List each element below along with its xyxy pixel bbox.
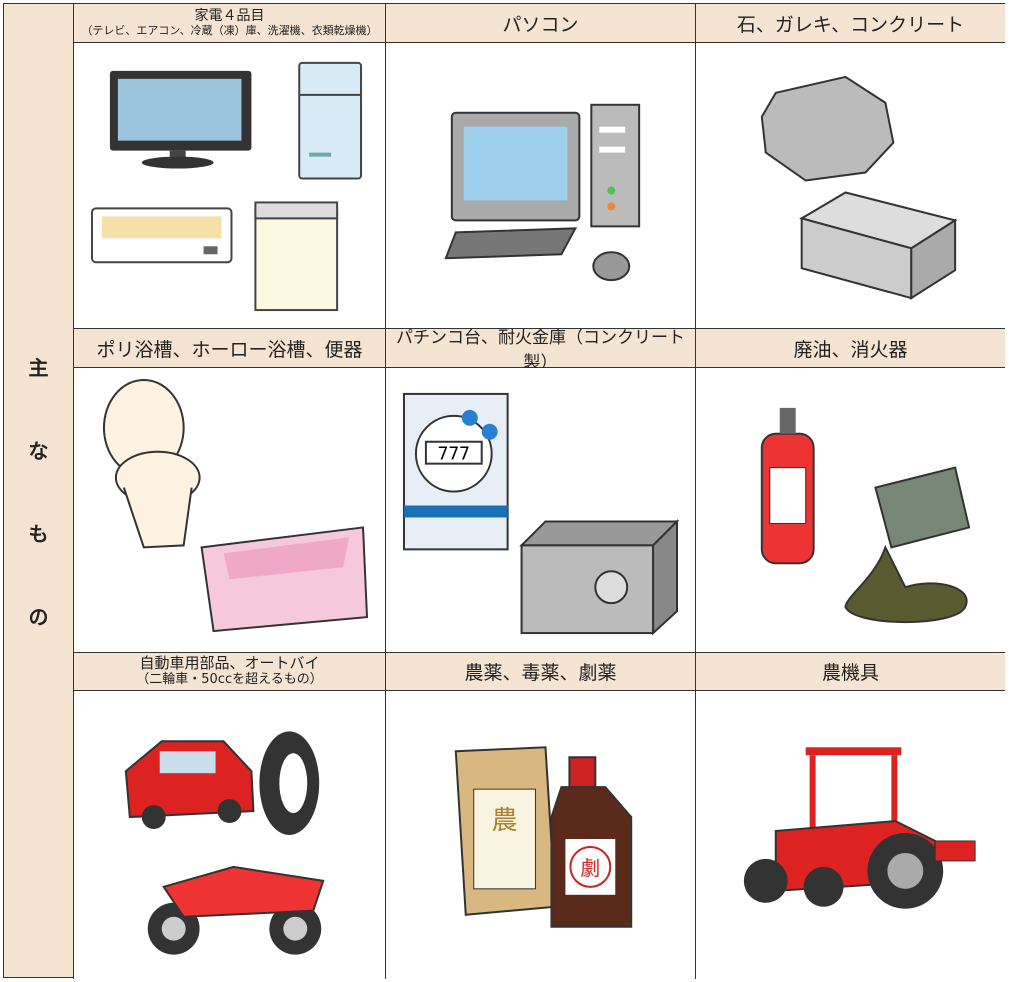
mouse-icon [592, 251, 631, 282]
pachinko-machine-icon: 777 [402, 392, 509, 551]
bathtub-icon [200, 526, 369, 633]
header-pachinko: パチンコ台、耐火金庫（コンクリート製） [385, 328, 695, 373]
appliances-illustration [73, 43, 385, 329]
header-oil: 廃油、消火器 [695, 329, 1005, 368]
pachinko-illustration: 777 [385, 368, 695, 653]
spilled-oil-icon [844, 544, 968, 624]
header-title: 石、ガレキ、コンクリート [736, 13, 965, 36]
header-rubble: 石、ガレキ、コンクリート [695, 4, 1005, 43]
safe-icon [519, 519, 680, 636]
pesticide-bag-icon: 農 [454, 746, 557, 916]
motorcycle-icon [147, 865, 325, 955]
header-car-parts: 自動車用部品、オートバイ（二輪車・50ccを超えるもの） [73, 653, 385, 691]
pachinko-number: 777 [438, 444, 470, 465]
header-title: 家電４品目 [194, 8, 265, 24]
stone-icon [760, 75, 895, 182]
tire-icon [259, 731, 320, 835]
pesticide-label: 農 [492, 806, 518, 836]
tv-icon [109, 70, 252, 169]
washing-machine-icon [254, 201, 339, 312]
header-subtitle: （二輪車・50ccを超えるもの） [136, 672, 323, 687]
header-title: ポリ浴槽、ホーロー浴槽、便器 [96, 338, 363, 361]
header-appliances: 家電４品目（テレビ、エアコン、冷蔵（凍）庫、洗濯機、衣類乾燥機） [73, 4, 385, 43]
air-conditioner-icon [90, 207, 233, 264]
rubble-illustration [695, 43, 1005, 329]
side-char: な [28, 438, 49, 463]
header-title: パチンコ台、耐火金庫（コンクリート製） [396, 328, 685, 373]
fire-extinguisher-icon [760, 407, 815, 565]
header-title: 自動車用部品、オートバイ [139, 654, 320, 672]
farm-machinery-illustration [695, 691, 1005, 979]
keyboard-icon [444, 227, 578, 260]
pesticides-illustration: 農 劇 [385, 691, 695, 979]
concrete-block-icon [799, 191, 958, 300]
category-side-label: 主 な も の [3, 3, 74, 978]
header-farm-machinery: 農機具 [695, 653, 1005, 691]
header-title: 廃油、消火器 [793, 338, 908, 361]
header-pesticides: 農薬、毒薬、劇薬 [385, 653, 695, 691]
car-icon [124, 740, 255, 830]
tractor-icon [743, 747, 976, 909]
tower-icon [590, 103, 641, 228]
poison-label: 劇 [580, 857, 600, 880]
oil-illustration [695, 368, 1005, 653]
poison-bottle-icon: 劇 [550, 756, 633, 928]
toilet-icon [102, 378, 201, 549]
bathtub-illustration [73, 368, 385, 653]
header-bathtub: ポリ浴槽、ホーロー浴槽、便器 [73, 329, 385, 368]
monitor-icon [450, 111, 581, 222]
fridge-icon [298, 61, 363, 180]
oil-drum-icon [874, 466, 971, 549]
items-table: 家電４品目（テレビ、エアコン、冷蔵（凍）庫、洗濯機、衣類乾燥機） パソコン 石、… [73, 3, 1005, 979]
side-char: も [28, 521, 49, 546]
header-subtitle: （テレビ、エアコン、冷蔵（凍）庫、洗濯機、衣類乾燥機） [81, 24, 378, 37]
pc-illustration [385, 43, 695, 329]
car-parts-illustration [73, 691, 385, 979]
side-char: の [28, 604, 49, 629]
side-char: 主 [28, 355, 49, 380]
header-title: 農機具 [821, 662, 879, 684]
header-pc: パソコン [385, 4, 695, 43]
header-title: 農薬、毒薬、劇薬 [464, 662, 617, 684]
header-title: パソコン [502, 13, 579, 36]
